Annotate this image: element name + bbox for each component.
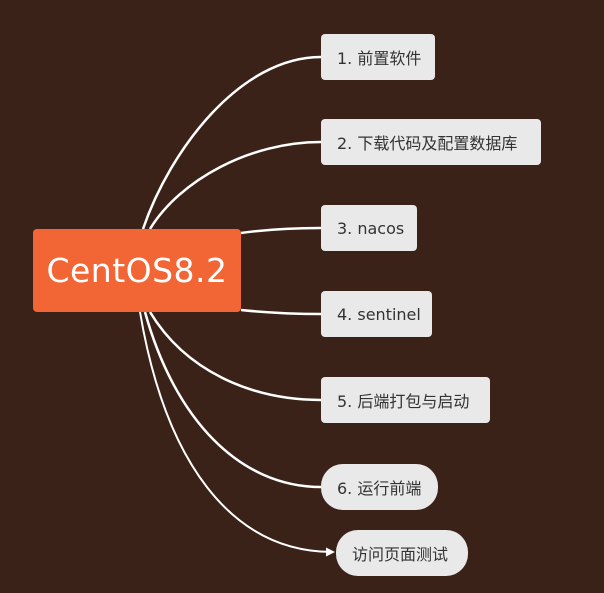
connector-1: [141, 55, 322, 230]
connector-2: [148, 140, 322, 230]
child-node-3[interactable]: 3. nacos: [321, 205, 417, 251]
child-node-6[interactable]: 6. 运行前端: [321, 464, 438, 510]
connector-4: [240, 308, 322, 316]
connector-6: [143, 311, 322, 489]
child-node-1[interactable]: 1. 前置软件: [321, 34, 435, 80]
child-node-4[interactable]: 4. sentinel: [321, 291, 432, 337]
child-node-7-label: 访问页面测试: [352, 545, 449, 564]
child-node-3-label: 3. nacos: [337, 218, 405, 238]
child-node-1-label: 1. 前置软件: [337, 49, 422, 68]
connector-7: [139, 311, 335, 557]
connector-5: [148, 311, 322, 402]
child-node-6-label: 6. 运行前端: [337, 479, 422, 498]
connector-3: [240, 226, 322, 235]
child-node-7[interactable]: 访问页面测试: [336, 530, 468, 576]
child-node-2-label: 2. 下载代码及配置数据库: [337, 134, 518, 153]
child-node-5-label: 5. 后端打包与启动: [337, 392, 470, 411]
child-node-4-label: 4. sentinel: [337, 304, 421, 324]
child-node-5[interactable]: 5. 后端打包与启动: [321, 377, 490, 423]
root-node[interactable]: CentOS8.2: [33, 229, 241, 312]
root-node-label: CentOS8.2: [46, 251, 228, 290]
child-node-2[interactable]: 2. 下载代码及配置数据库: [321, 119, 541, 165]
